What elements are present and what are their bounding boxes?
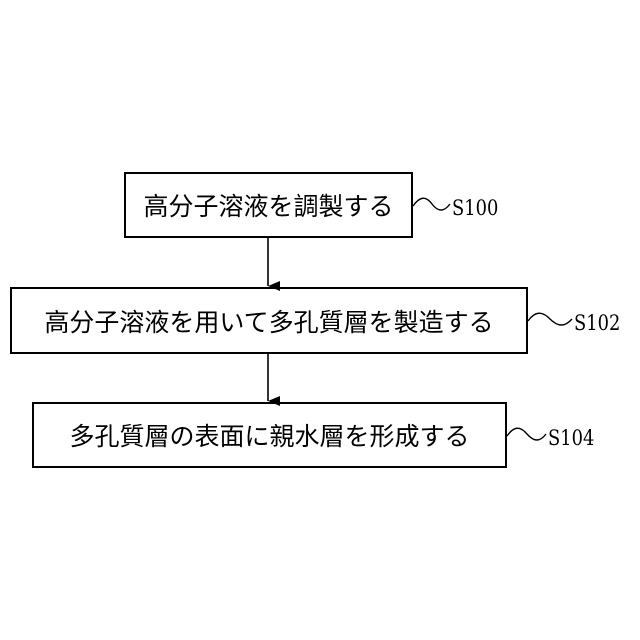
ref-label-s100: S100 [452,196,498,220]
ref-label-s102: S102 [574,311,620,335]
ref-label-s104: S104 [548,426,594,450]
leader-line-s104 [507,428,546,440]
leader-line-s102 [528,313,572,325]
leader-line-s100 [413,198,450,210]
